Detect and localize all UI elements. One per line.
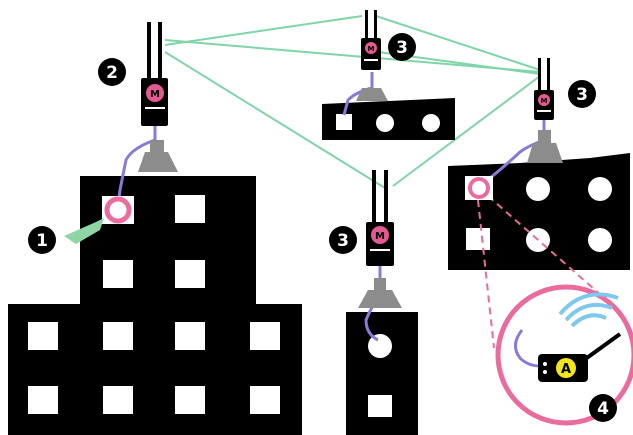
link-2-3c xyxy=(164,51,386,189)
radio-3a: M xyxy=(361,10,381,70)
middle-top-building xyxy=(322,98,455,140)
radio-3b: M xyxy=(534,58,554,120)
radio-3c: M xyxy=(366,170,394,266)
callout-3c-label: 3 xyxy=(337,231,349,251)
callout-4: 4 xyxy=(589,394,617,422)
zoom-circle: A xyxy=(495,284,633,426)
arrow-icon xyxy=(64,218,104,244)
radio-logo-letter: M xyxy=(375,231,385,242)
wifi-icon xyxy=(570,313,607,328)
callout-3c: 3 xyxy=(329,226,357,254)
access-port-right xyxy=(465,176,493,200)
callout-3b-label: 3 xyxy=(576,85,588,105)
radio-logo-letter: M xyxy=(150,89,160,100)
callout-1: 1 xyxy=(28,226,56,254)
link-3a-3b xyxy=(375,15,541,71)
link-2-3a xyxy=(164,15,363,46)
access-port-left xyxy=(102,196,134,224)
callout-1-label: 1 xyxy=(36,231,48,251)
right-building xyxy=(448,153,630,270)
callout-4-label: 4 xyxy=(597,399,609,419)
callout-3b: 3 xyxy=(568,80,596,108)
callout-3a-label: 3 xyxy=(396,38,408,58)
link-2-3b xyxy=(164,39,541,73)
callout-2-label: 2 xyxy=(106,63,118,83)
callout-2: 2 xyxy=(98,58,126,86)
mesh-links xyxy=(164,15,541,189)
radio-logo-letter: M xyxy=(368,45,375,53)
left-building xyxy=(8,176,302,435)
callout-3a: 3 xyxy=(388,33,416,61)
radio-logo-letter: M xyxy=(541,97,548,105)
radio-2: M xyxy=(141,22,168,126)
tower-building xyxy=(346,312,418,435)
zoom-lines xyxy=(477,195,611,349)
mounts xyxy=(138,88,563,308)
link-3b-3c xyxy=(392,75,541,187)
device-label: A xyxy=(561,362,571,377)
